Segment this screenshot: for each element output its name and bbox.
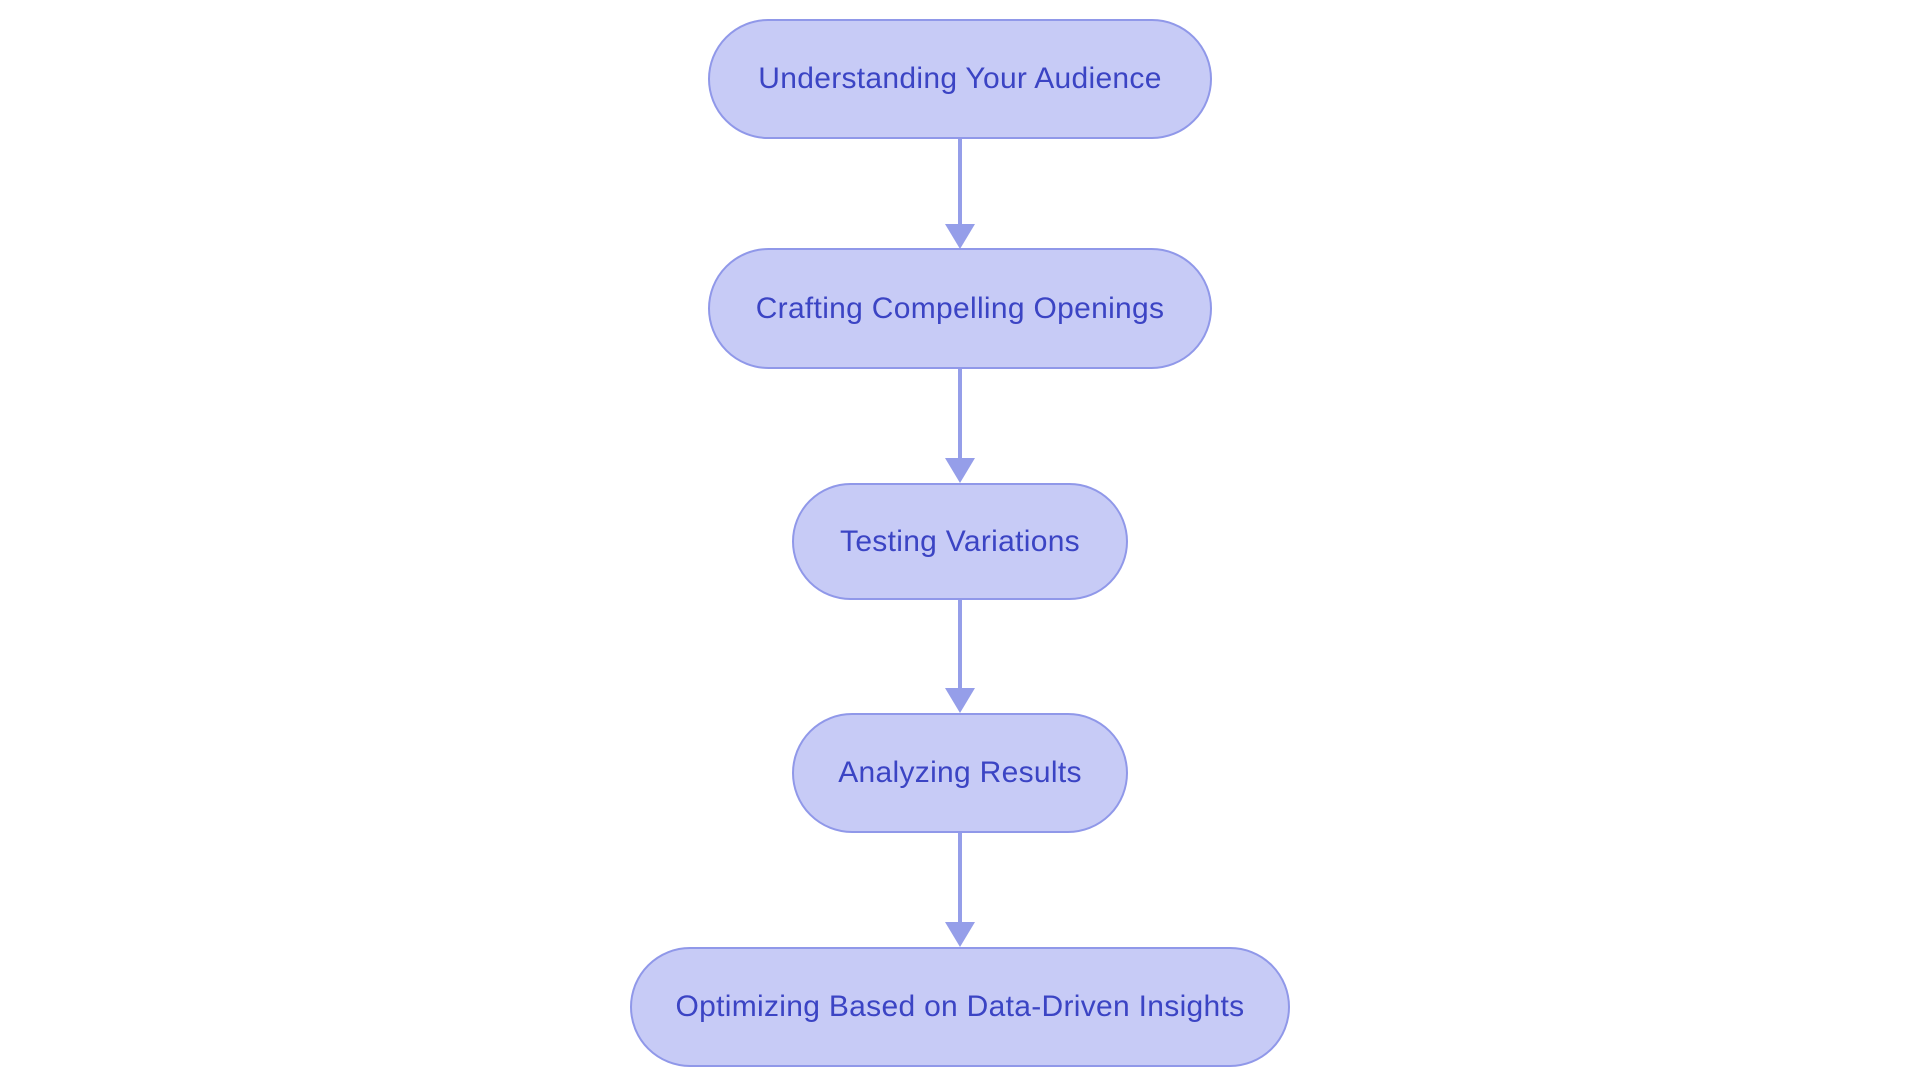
flow-node-analyzing-results: Analyzing Results (792, 713, 1128, 833)
arrow-shaft (958, 600, 962, 688)
flow-node-label: Testing Variations (840, 524, 1080, 558)
arrow-shaft (958, 833, 962, 922)
flow-node-label: Understanding Your Audience (758, 62, 1162, 95)
flow-node-label: Analyzing Results (838, 756, 1082, 789)
arrow-shaft (958, 139, 962, 224)
flow-node-label: Optimizing Based on Data-Driven Insights (675, 990, 1245, 1023)
flow-connector-2 (945, 369, 975, 483)
flow-node-testing-variations: Testing Variations (792, 483, 1128, 600)
flow-node-understanding-your-audience: Understanding Your Audience (708, 19, 1212, 139)
flow-connector-4 (945, 833, 975, 947)
arrow-down-icon (945, 458, 975, 483)
arrow-down-icon (945, 224, 975, 249)
flow-node-optimizing-based-on-data-driven-insights: Optimizing Based on Data-Driven Insights (630, 947, 1290, 1067)
arrow-down-icon (945, 688, 975, 713)
flow-connector-1 (945, 139, 975, 249)
flow-node-crafting-compelling-openings: Crafting Compelling Openings (708, 248, 1212, 369)
arrow-shaft (958, 369, 962, 458)
flow-connector-3 (945, 600, 975, 713)
flow-node-label: Crafting Compelling Openings (755, 291, 1165, 325)
arrow-down-icon (945, 922, 975, 947)
